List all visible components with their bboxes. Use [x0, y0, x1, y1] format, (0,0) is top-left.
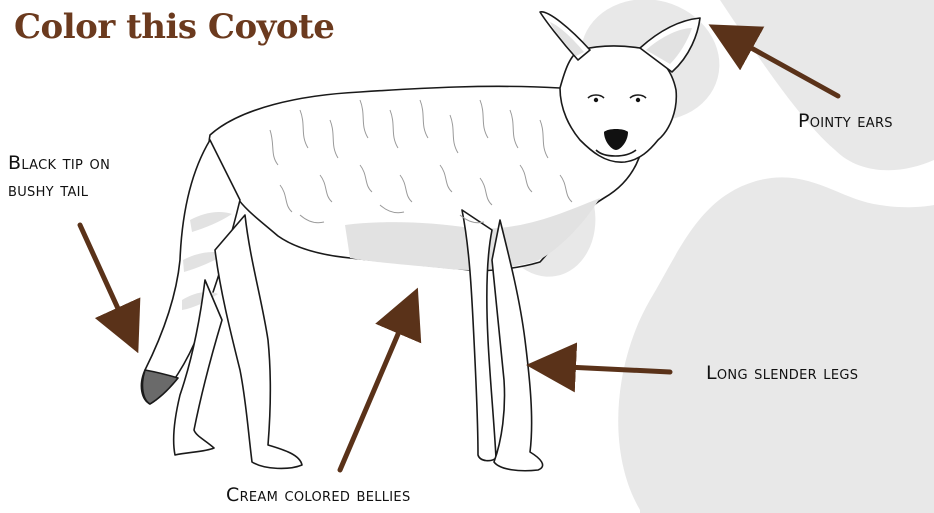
label-ears: Pointy ears: [798, 108, 893, 135]
label-tail: Black tip on bushy tail: [8, 150, 110, 204]
coyote-outline-drawing: [141, 12, 700, 471]
paw-print-icon: [485, 0, 934, 513]
label-belly: Cream colored bellies: [226, 482, 411, 509]
arrow-tail: [80, 225, 130, 335]
label-legs: Long slender legs: [706, 360, 858, 387]
label-tail-line-1: Black tip on: [8, 150, 110, 177]
arrow-belly: [340, 306, 410, 470]
label-tail-line-2: bushy tail: [8, 177, 110, 204]
page-title: Color this Coyote: [14, 6, 334, 48]
